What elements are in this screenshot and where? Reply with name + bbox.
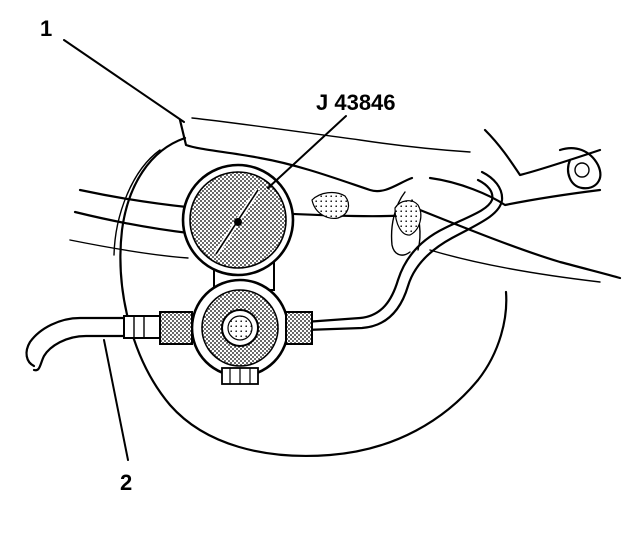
callout-2: 2 xyxy=(120,470,132,495)
wheel-outline xyxy=(113,136,508,458)
leader-line-1 xyxy=(63,39,185,123)
pressure-gauge xyxy=(181,163,295,291)
callout-1: 1 xyxy=(40,16,52,41)
leader-lines xyxy=(63,39,347,461)
leader-line-2 xyxy=(103,339,129,461)
valve-manifold xyxy=(159,278,313,385)
service-line xyxy=(303,170,504,332)
callout-tool-number: J 43846 xyxy=(316,90,396,115)
suspension-body xyxy=(69,117,622,283)
hose-with-coupler xyxy=(25,315,161,372)
leader-line-tool xyxy=(267,115,347,189)
